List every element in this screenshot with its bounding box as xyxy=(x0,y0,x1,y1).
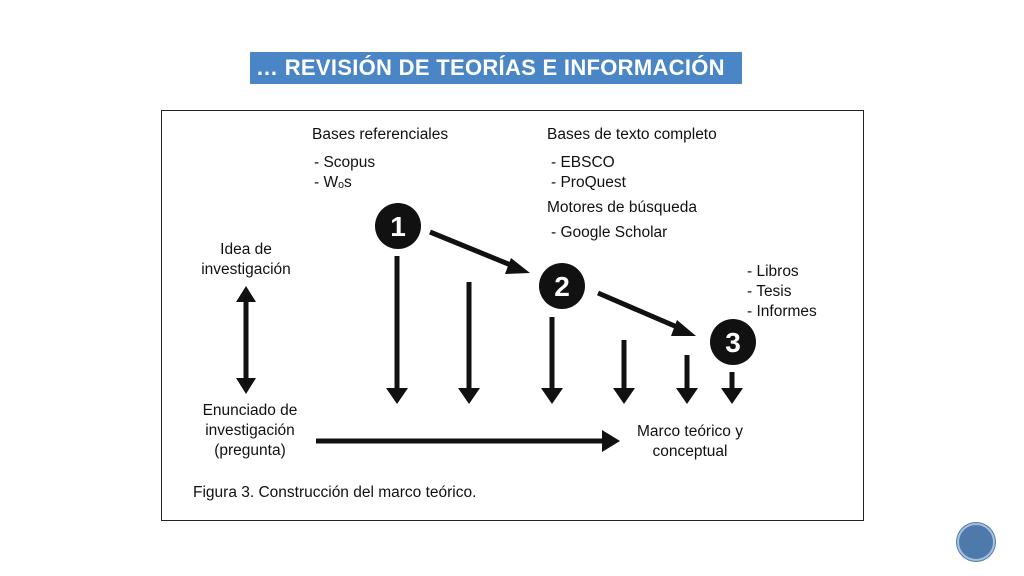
informes-item: - Informes xyxy=(747,303,817,320)
scopus-item: - Scopus xyxy=(314,154,376,171)
step-1-badge: 1 xyxy=(375,203,421,249)
down-arrow-6 xyxy=(721,372,743,404)
marco-label-line2: conceptual xyxy=(652,443,728,460)
wos-item: - Wₒs xyxy=(314,174,352,191)
down-arrow-5 xyxy=(676,355,698,404)
idea-label-line2: investigación xyxy=(201,261,291,278)
svg-text:3: 3 xyxy=(725,327,741,358)
svg-text:1: 1 xyxy=(390,211,406,242)
tesis-item: - Tesis xyxy=(747,283,792,300)
proquest-item: - ProQuest xyxy=(551,174,626,191)
figure-caption: Figura 3. Construcción del marco teórico… xyxy=(193,484,477,501)
down-arrow-3 xyxy=(541,317,563,404)
svg-text:2: 2 xyxy=(554,271,570,302)
idea-enunciado-double-arrow xyxy=(236,286,256,394)
enunciado-label-line2: investigación xyxy=(205,422,295,439)
step-3-badge: 3 xyxy=(710,319,756,365)
slide-title: … REVISIÓN DE TEORÍAS E INFORMACIÓN xyxy=(250,52,742,84)
google-scholar-item: - Google Scholar xyxy=(551,224,668,241)
down-arrow-4 xyxy=(613,340,635,404)
step2-to-step3-arrow xyxy=(597,290,696,336)
down-arrow-2 xyxy=(458,282,480,404)
step-2-badge: 2 xyxy=(539,263,585,309)
idea-label-line1: Idea de xyxy=(220,241,272,258)
ebsco-item: - EBSCO xyxy=(551,154,615,171)
figure-frame xyxy=(161,110,864,521)
enunciado-to-marco-arrow xyxy=(316,430,620,452)
libros-item: - Libros xyxy=(747,263,799,280)
motores-heading: Motores de búsqueda xyxy=(547,199,697,216)
bases-texto-completo-heading: Bases de texto completo xyxy=(547,126,717,143)
marco-label-line1: Marco teórico y xyxy=(637,423,743,440)
bases-referenciales-heading: Bases referenciales xyxy=(312,126,449,143)
enunciado-label-line3: (pregunta) xyxy=(214,442,286,459)
enunciado-label-line1: Enunciado de xyxy=(202,402,298,419)
step1-to-step2-arrow xyxy=(429,229,530,274)
down-arrow-1 xyxy=(386,256,408,404)
slide-nav-button[interactable] xyxy=(957,523,995,561)
